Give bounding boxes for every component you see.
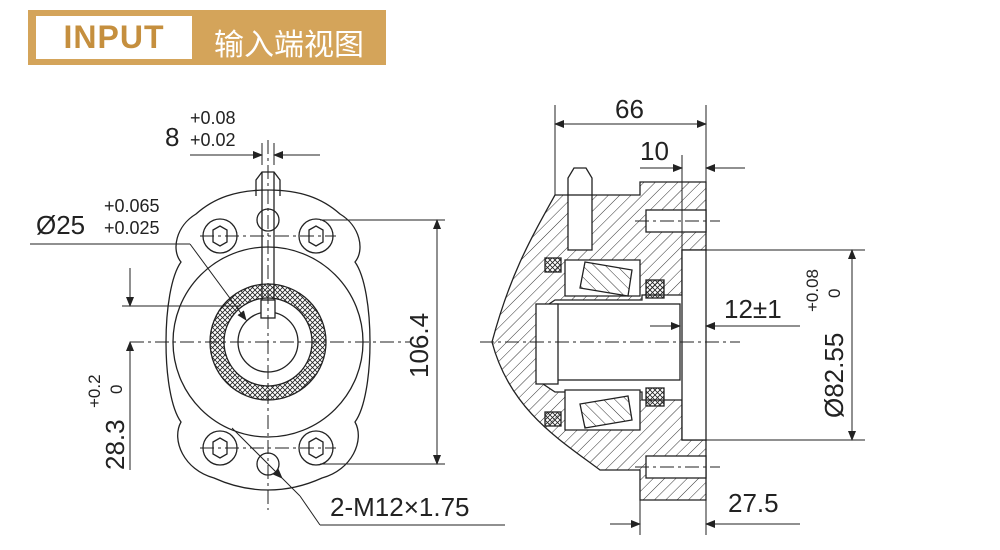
shaft-end (535, 303, 559, 385)
dimension-labels: 8 +0.08 +0.02 Ø25 +0.065 +0.025 106.4 28… (36, 94, 849, 522)
seal-bottom-left (544, 411, 562, 427)
bearing-roller-top (579, 261, 633, 297)
keyway-width-label: 8 (165, 122, 179, 152)
flange-thickness-label: 10 (640, 136, 669, 166)
grease-channel (567, 194, 593, 251)
pilot-tol-lower: 0 (825, 289, 844, 298)
pilot-dia-label: Ø82.55 (819, 333, 849, 418)
section-view (491, 167, 707, 501)
bearing-roller-bottom (579, 395, 633, 429)
bolt-spacing-label: 106.4 (404, 313, 434, 378)
threads-label: 2-M12×1.75 (330, 492, 469, 522)
grease-nipple (567, 167, 593, 195)
key-height-label: 28.3 (100, 419, 130, 470)
shaft-tol-upper: +0.065 (104, 196, 160, 216)
section-centerlines (480, 220, 740, 468)
seal-bottom-right (645, 387, 665, 407)
shaft-dia-label: Ø25 (36, 210, 85, 240)
pilot-tol-upper: +0.08 (803, 269, 822, 312)
section-dimensions (554, 105, 865, 535)
badge-text: INPUT (63, 19, 165, 55)
front-dimensions (30, 143, 505, 526)
pilot-depth-label: 27.5 (728, 488, 779, 518)
header-title: 输入端视图 (214, 28, 364, 63)
front-view (130, 140, 410, 510)
keyway-tol-upper: +0.08 (190, 108, 236, 128)
header-banner: INPUT 输入端视图 (28, 10, 386, 65)
seal-top-left (544, 257, 562, 273)
keyway-tol-lower: +0.02 (190, 130, 236, 150)
overall-length-label: 66 (615, 94, 644, 124)
input-badge: INPUT (36, 16, 192, 59)
key-tol-lower: 0 (107, 385, 126, 394)
pilot-bore (681, 249, 707, 441)
seal-top-right (645, 279, 665, 299)
shaft-tol-lower: +0.025 (104, 218, 160, 238)
shaft-extension-label: 12±1 (724, 294, 782, 324)
key-tol-upper: +0.2 (85, 374, 104, 408)
